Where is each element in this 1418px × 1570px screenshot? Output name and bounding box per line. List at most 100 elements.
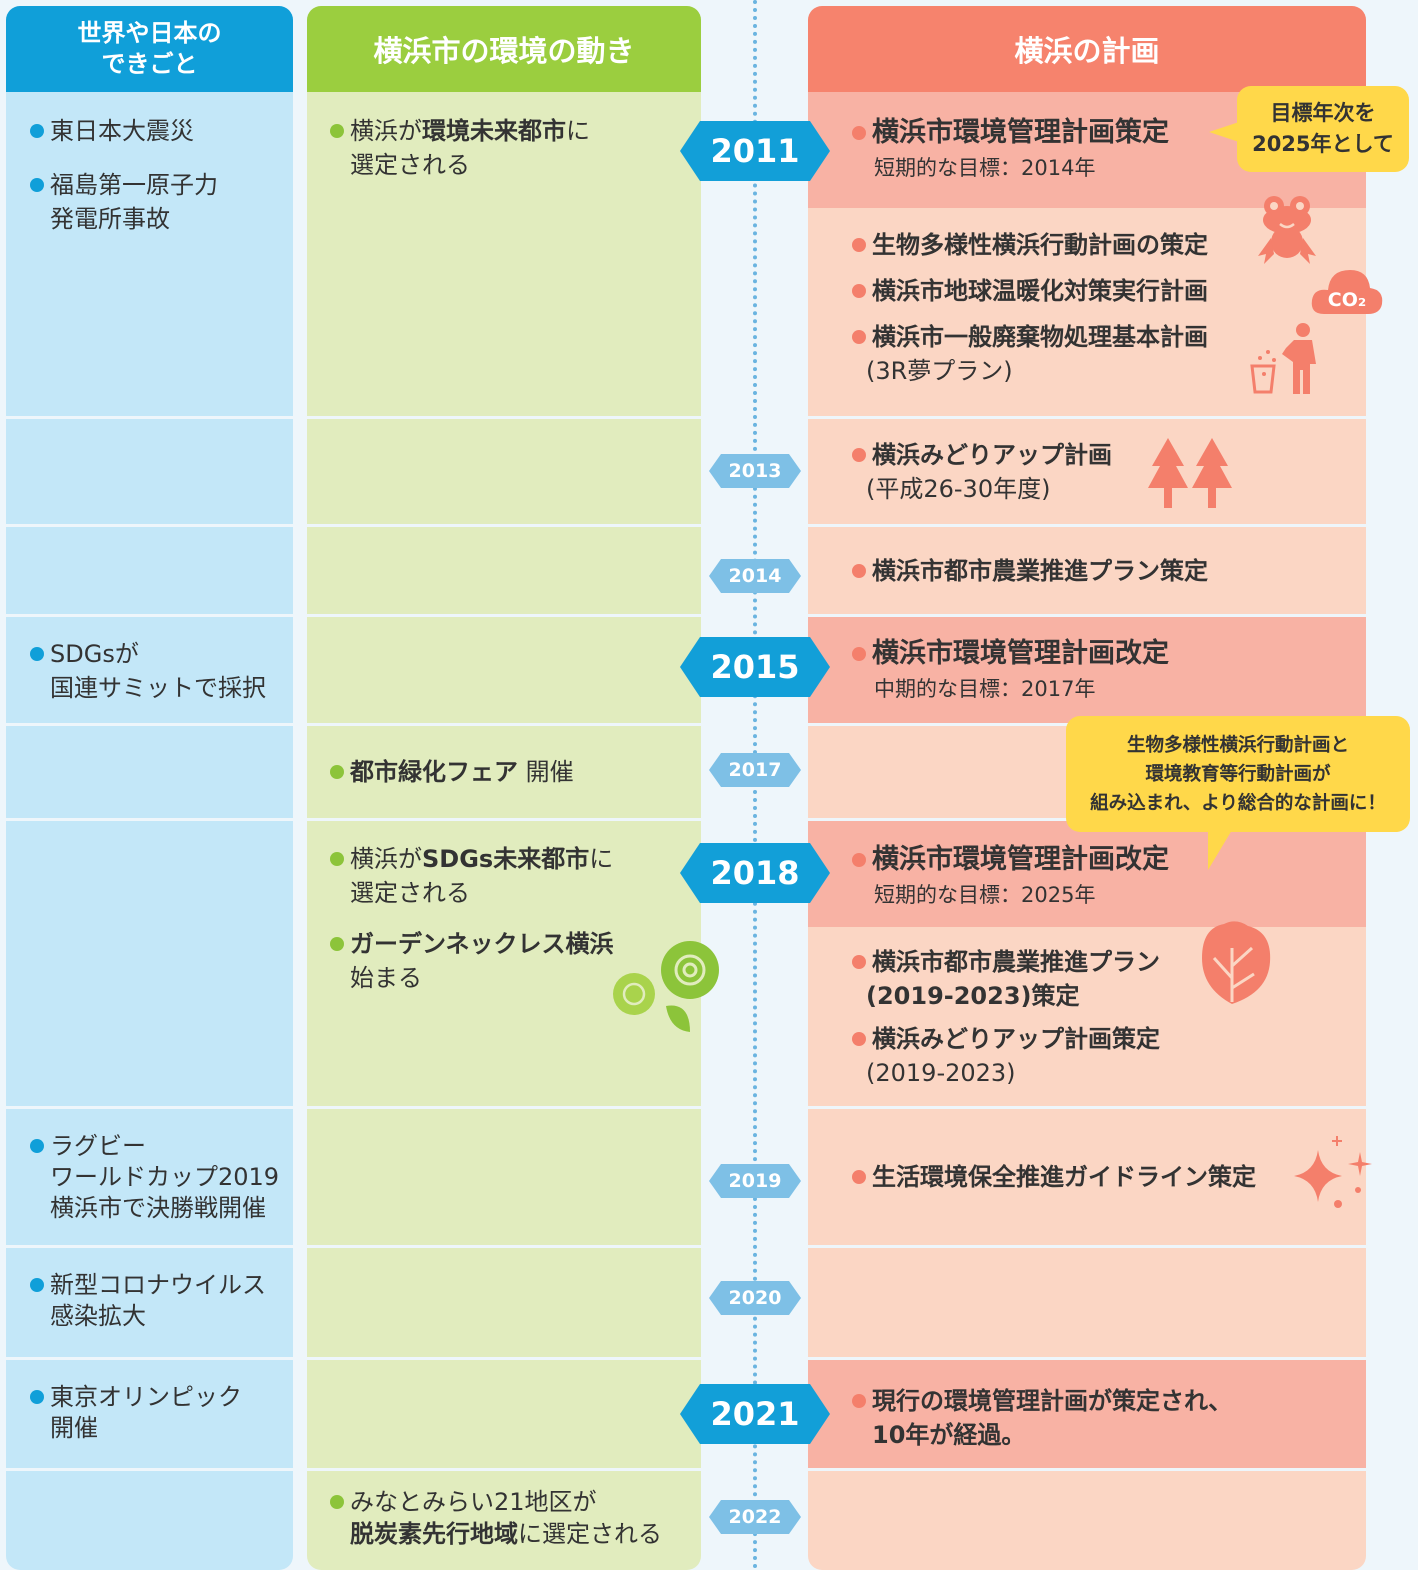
env-text: に選定される (518, 1520, 662, 1548)
plan-sub: 短期的な目標：2025年 (874, 883, 1096, 907)
env-text-bold: SDGs未来都市 (422, 845, 590, 873)
plan-2018-green: 横浜みどりアップ計画策定 (2019-2023) (852, 1022, 1160, 1090)
row-2015-env (307, 617, 701, 723)
world-event-text: 開催 (50, 1414, 98, 1442)
row-2022-plan (808, 1471, 1366, 1570)
recycling-person-icon (1250, 323, 1316, 394)
svg-text:CO₂: CO₂ (1328, 289, 1366, 311)
row-2015-plan (808, 617, 1366, 723)
row-2014-world (6, 527, 293, 614)
co2-cloud-icon: CO₂ (1311, 270, 1383, 314)
row-2020-plan (808, 1248, 1366, 1357)
sparkle-icon (1294, 1136, 1372, 1208)
bullet (30, 178, 44, 192)
plan-text: 横浜みどりアップ計画 (872, 441, 1112, 469)
row-2013-world (6, 419, 293, 524)
row-2021-world (6, 1360, 293, 1468)
bullet (852, 284, 866, 298)
row-2018-plan-sub (808, 927, 1366, 1106)
plan-text: 生活環境保全推進ガイドライン策定 (872, 1163, 1256, 1191)
row-2013-plan (808, 419, 1366, 524)
plan-2018-main: 横浜市環境管理計画改定短期的な目標：2025年 (852, 843, 1169, 912)
bullet (30, 124, 44, 138)
world-event-text: ワールドカップ2019 (50, 1163, 280, 1191)
trees-icon (1148, 438, 1232, 508)
plan-text: 現行の環境管理計画が策定され、 (872, 1387, 1233, 1415)
plan-text: 横浜市地球温暖化対策実行計画 (872, 277, 1208, 305)
plan-title: 横浜市環境管理計画改定 (872, 638, 1169, 669)
world-event-text: 東京オリンピック (50, 1383, 242, 1411)
header-env-movement: 横浜市の環境の動き (307, 6, 701, 92)
lettuce-icon (1202, 921, 1271, 1004)
plan-2011-warming: 横浜市地球温暖化対策実行計画 (852, 274, 1208, 308)
callout-text: 生物多様性横浜行動計画と (1126, 734, 1349, 756)
year-badge-2018: 2018 (680, 843, 830, 903)
plan-text: 生物多様性横浜行動計画の策定 (872, 231, 1208, 259)
world-event-text: 福島第一原子力 (50, 171, 218, 199)
plan-2015-main: 横浜市環境管理計画改定中期的な目標：2017年 (852, 637, 1169, 706)
bullet (330, 124, 344, 138)
bullet (852, 647, 866, 661)
year-badge-2011: 2011 (680, 121, 830, 181)
env-text: 横浜が (350, 845, 422, 873)
callout-text: 目標年次を (1270, 101, 1376, 125)
world-event-text: 新型コロナウイルス (50, 1271, 266, 1299)
env-text: に (566, 117, 590, 145)
plan-text: 横浜みどりアップ計画策定 (872, 1025, 1160, 1053)
world-event-text: 国連サミットで採択 (50, 674, 266, 702)
callout-text: 2025年として (1252, 132, 1394, 156)
bullet (330, 765, 344, 779)
plan-2011-biodiversity: 生物多様性横浜行動計画の策定 (852, 228, 1208, 262)
bullet (852, 955, 866, 969)
header-world-line2: できごと (101, 50, 198, 78)
env-text-bold: 環境未来都市 (422, 117, 566, 145)
env-event-2018-sdgs: 横浜がSDGs未来都市に選定される (330, 842, 613, 910)
world-event-text: 感染拡大 (50, 1302, 146, 1330)
plan-text: 10年が経過。 (872, 1421, 1026, 1449)
year-badge-2021: 2021 (680, 1384, 830, 1444)
header-world-line1: 世界や日本の (77, 19, 222, 47)
row-2015-world (6, 617, 293, 723)
row-2021-env (307, 1360, 701, 1468)
callout-integrated-plan: 生物多様性横浜行動計画と 環境教育等行動計画が 組み込まれ、より総合的な計画に！ (1066, 716, 1410, 870)
env-event-2017: 都市緑化フェア 開催 (330, 755, 574, 789)
env-event-2011: 横浜が環境未来都市に選定される (330, 114, 590, 182)
year-badge-2017: 2017 (709, 753, 801, 787)
plan-sub: (3R夢プラン) (866, 357, 1013, 385)
env-text: 始まる (350, 964, 422, 992)
env-event-2018-garden: ガーデンネックレス横浜始まる (330, 927, 614, 995)
callout-text: 環境教育等行動計画が (1145, 763, 1331, 785)
env-event-2022: みなとみらい21地区が脱炭素先行地域に選定される (330, 1486, 662, 1550)
plan-2011-main: 横浜市環境管理計画策定短期的な目標：2014年 (852, 116, 1169, 185)
plan-title: 横浜市環境管理計画策定 (872, 117, 1169, 148)
bullet (852, 1394, 866, 1408)
row-2020-env (307, 1248, 701, 1357)
plan-text: 横浜市都市農業推進プラン (872, 948, 1160, 976)
bullet (852, 238, 866, 252)
row-2018-plan-main (808, 821, 1366, 927)
world-event-text: ラグビー (50, 1132, 146, 1160)
header-yokohama-plan: 横浜の計画 (808, 6, 1366, 92)
row-2022-env (307, 1471, 701, 1570)
row-2011-world (6, 92, 293, 416)
world-event-2011-1: 東日本大震災 (30, 114, 194, 148)
bullet (852, 448, 866, 462)
plan-sub: (平成26-30年度) (866, 475, 1051, 503)
world-event-text: 東日本大震災 (50, 117, 194, 145)
callout-text: 組み込まれ、より総合的な計画に！ (1090, 792, 1386, 814)
world-event-2011-2: 福島第一原子力発電所事故 (30, 168, 218, 236)
plan-text: 横浜市都市農業推進プラン策定 (872, 557, 1208, 585)
row-2014-env (307, 527, 701, 614)
plan-sub: (2019-2023) (866, 1059, 1016, 1087)
bullet (30, 1139, 44, 1153)
plan-2018-agri: 横浜市都市農業推進プラン(2019-2023)策定 (852, 945, 1160, 1013)
rose-icon (613, 941, 719, 1032)
env-text: に (589, 845, 614, 873)
env-text-bold: 都市緑化フェア (350, 758, 518, 786)
plan-2021: 現行の環境管理計画が策定され、 10年が経過。 (852, 1384, 1232, 1452)
row-2014-plan (808, 527, 1366, 614)
bullet (330, 1495, 344, 1509)
plan-sub: 中期的な目標：2017年 (874, 677, 1096, 701)
bullet (330, 937, 344, 951)
bullet (852, 1032, 866, 1046)
